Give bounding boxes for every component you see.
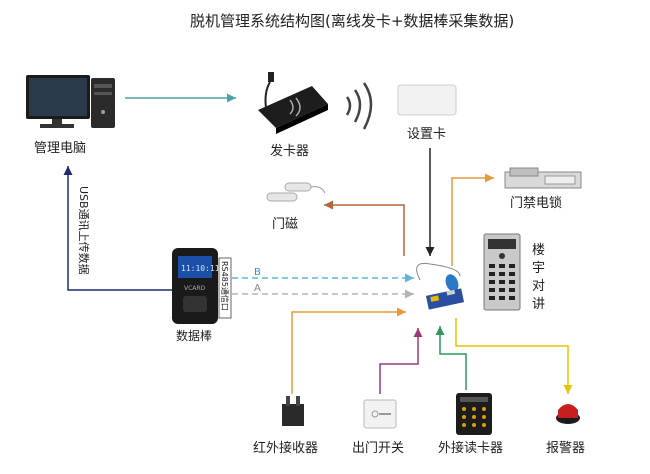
line-b-label: B [254, 267, 261, 278]
siren-icon [556, 404, 580, 424]
usb-edge-label: USB通讯上传数据 [77, 186, 91, 275]
data-stick-brand: VCARD [184, 285, 206, 292]
pc-label: 管理电脑 [34, 141, 86, 156]
intercom-label: 楼 宇 对 讲 [532, 243, 549, 312]
edge-controller-to-lock [451, 173, 494, 266]
wireless-waves-icon [345, 82, 373, 130]
alarm-label: 报警器 [546, 440, 585, 456]
controller-board-icon [416, 262, 465, 310]
data-stick-screen-text: 11:10:11 [181, 264, 220, 273]
card-issuer-label: 发卡器 [270, 143, 309, 159]
door-lock-label: 门禁电锁 [510, 195, 562, 211]
data-stick-label: 数据棒 [176, 328, 212, 343]
ir-receiver-icon [282, 396, 304, 426]
magnetic-sensor-icon [266, 182, 326, 202]
rs485-label: RS485通信口 [220, 261, 230, 311]
card-icon [397, 84, 457, 116]
ext-reader-label: 外接读卡器 [438, 440, 503, 456]
intercom-panel-icon [483, 233, 521, 311]
line-a-label: A [254, 283, 261, 294]
electric-lock-icon [504, 167, 582, 189]
edge-stick-to-pc [63, 166, 172, 291]
edge-controller-to-sensor [324, 200, 405, 256]
keypad-reader-icon [456, 393, 492, 435]
edge-reader-to-controller [435, 326, 467, 390]
card-reader-icon [258, 72, 328, 134]
rs485-port: RS485通信口 [218, 257, 232, 319]
edge-ir-to-controller [291, 307, 406, 394]
door-sensor-label: 门磁 [272, 217, 298, 232]
ir-receiver-label: 红外接收器 [253, 440, 318, 456]
setup-card-label: 设置卡 [407, 127, 446, 142]
edge-exit-to-controller [379, 328, 423, 394]
diagram-title: 脱机管理系统结构图(离线发卡+数据棒采集数据) [190, 12, 514, 30]
edge-controller-to-alarm [455, 318, 573, 394]
exit-switch-label: 出门开关 [352, 441, 404, 456]
exit-button-icon [363, 399, 397, 429]
data-stick-icon: 11:10:11 VCARD [172, 248, 220, 324]
computer-icon [26, 75, 115, 128]
